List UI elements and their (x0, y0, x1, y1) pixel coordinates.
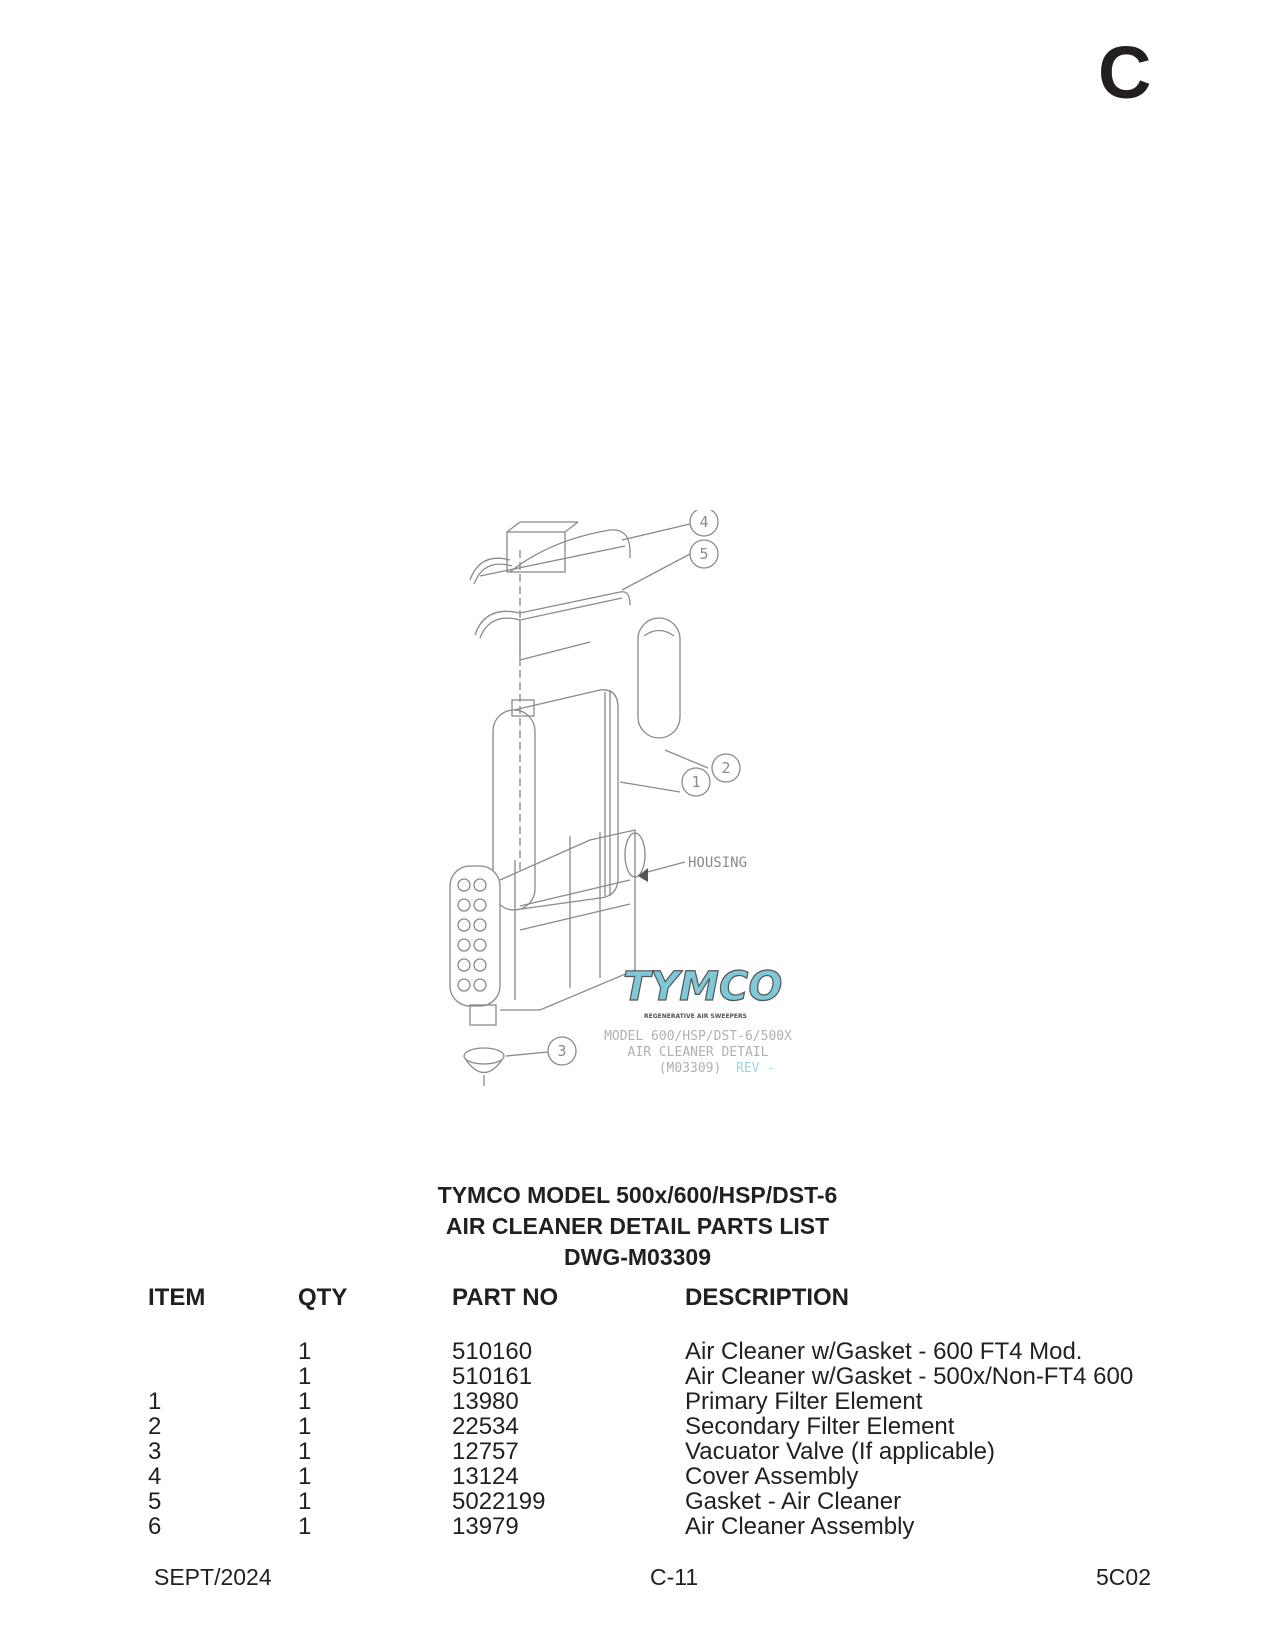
housing-label: HOUSING (688, 855, 747, 871)
parts-list-table: ITEM QTY PART NO DESCRIPTION 1 510160 Ai… (148, 1283, 1168, 1539)
description-cell: Vacuator Valve (If applicable) (685, 1438, 995, 1465)
footer-date: SEPT/2024 (154, 1564, 272, 1590)
header-item: ITEM (148, 1284, 206, 1311)
header-part-no: PART NO (452, 1284, 559, 1311)
table-row: 3 1 12757 Vacuator Valve (If applicable) (148, 1439, 1168, 1464)
qty-cell: 1 (298, 1463, 312, 1490)
qty-cell: 1 (298, 1513, 312, 1540)
drawing-rev: REV - (736, 1061, 775, 1076)
title-line-model: TYMCO MODEL 500x/600/HSP/DST-6 (437, 1182, 838, 1208)
part-no-cell: 510160 (452, 1338, 533, 1365)
primary-filter-element (492, 689, 619, 911)
item-cell: 2 (148, 1413, 162, 1440)
footer-section-code: 5C02 (1096, 1564, 1151, 1590)
part-no-cell: 12757 (452, 1438, 519, 1465)
item-cell: 1 (148, 1388, 162, 1415)
item-cell (148, 1339, 298, 1364)
callout-4: 4 (699, 513, 708, 531)
description-cell: Primary Filter Element (685, 1388, 923, 1415)
svg-text:TYMCO: TYMCO (623, 964, 782, 1010)
header-qty: QTY (298, 1284, 348, 1311)
item-cell: 3 (148, 1438, 162, 1465)
table-row: 6 1 13979 Air Cleaner Assembly (148, 1514, 1168, 1539)
item-cell: 6 (148, 1513, 162, 1540)
callout-1: 1 (691, 773, 700, 791)
section-letter: C (1098, 31, 1152, 114)
callout-3: 3 (557, 1042, 566, 1060)
part-no-cell: 5022199 (452, 1488, 546, 1515)
svg-text:REGENERATIVE AIR SWEEPERS: REGENERATIVE AIR SWEEPERS (644, 1013, 747, 1020)
table-row: 5 1 5022199 Gasket - Air Cleaner (148, 1489, 1168, 1514)
part-no-cell: 13124 (452, 1463, 519, 1490)
cover-assembly (469, 521, 631, 585)
callout-2: 2 (721, 759, 730, 777)
exploded-view-svg: 4 5 1 2 3 HOUSING TYMCO REGENERATIVE AIR… (449, 507, 792, 1086)
description-cell: Secondary Filter Element (685, 1413, 955, 1440)
table-row: 4 1 13124 Cover Assembly (148, 1464, 1168, 1489)
secondary-filter-element (637, 617, 681, 739)
qty-cell: 1 (298, 1413, 312, 1440)
drawing-number: (M03309) (659, 1061, 722, 1076)
item-cell: 4 (148, 1463, 162, 1490)
tymco-logo: TYMCO REGENERATIVE AIR SWEEPERS (622, 963, 783, 1020)
description-cell: Air Cleaner Assembly (685, 1513, 915, 1540)
document-title: TYMCO MODEL 500x/600/HSP/DST-6 AIR CLEAN… (0, 1180, 1275, 1273)
part-no-cell: 13980 (452, 1388, 519, 1415)
description-cell: Air Cleaner w/Gasket - 600 FT4 Mod. (685, 1338, 1083, 1365)
qty-cell: 1 (298, 1388, 312, 1415)
table-row: 1 1 13980 Primary Filter Element (148, 1389, 1168, 1414)
qty-cell: 1 (298, 1338, 312, 1365)
description-cell: Air Cleaner w/Gasket - 500x/Non-FT4 600 (685, 1363, 1134, 1390)
qty-cell: 1 (298, 1363, 312, 1390)
table-row: 1 510160 Air Cleaner w/Gasket - 600 FT4 … (148, 1339, 1168, 1364)
qty-cell: 1 (298, 1488, 312, 1515)
part-no-cell: 22534 (452, 1413, 519, 1440)
title-line-parts-list: AIR CLEANER DETAIL PARTS LIST (445, 1213, 830, 1239)
item-cell (148, 1364, 298, 1389)
air-cleaner-exploded-drawing: 4 5 1 2 3 HOUSING TYMCO REGENERATIVE AIR… (440, 507, 880, 1170)
drawing-detail-title: AIR CLEANER DETAIL (628, 1045, 769, 1060)
footer-page-number: C-11 (650, 1564, 699, 1590)
housing (449, 829, 646, 1026)
part-no-cell: 510161 (452, 1363, 533, 1390)
table-row: 1 510161 Air Cleaner w/Gasket - 500x/Non… (148, 1364, 1168, 1389)
description-cell: Cover Assembly (685, 1463, 859, 1490)
item-cell: 5 (148, 1488, 162, 1515)
callout-5: 5 (699, 545, 708, 563)
vacuator-valve (463, 1047, 505, 1086)
qty-cell: 1 (298, 1438, 312, 1465)
table-header-row: ITEM QTY PART NO DESCRIPTION (148, 1283, 1168, 1339)
part-no-cell: 13979 (452, 1513, 519, 1540)
table-row: 2 1 22534 Secondary Filter Element (148, 1414, 1168, 1439)
title-line-drawing: DWG-M03309 (564, 1244, 711, 1270)
description-cell: Gasket - Air Cleaner (685, 1488, 902, 1515)
drawing-model-title: MODEL 600/HSP/DST-6/500X (604, 1029, 792, 1044)
header-description: DESCRIPTION (685, 1284, 850, 1311)
gasket (474, 591, 631, 661)
